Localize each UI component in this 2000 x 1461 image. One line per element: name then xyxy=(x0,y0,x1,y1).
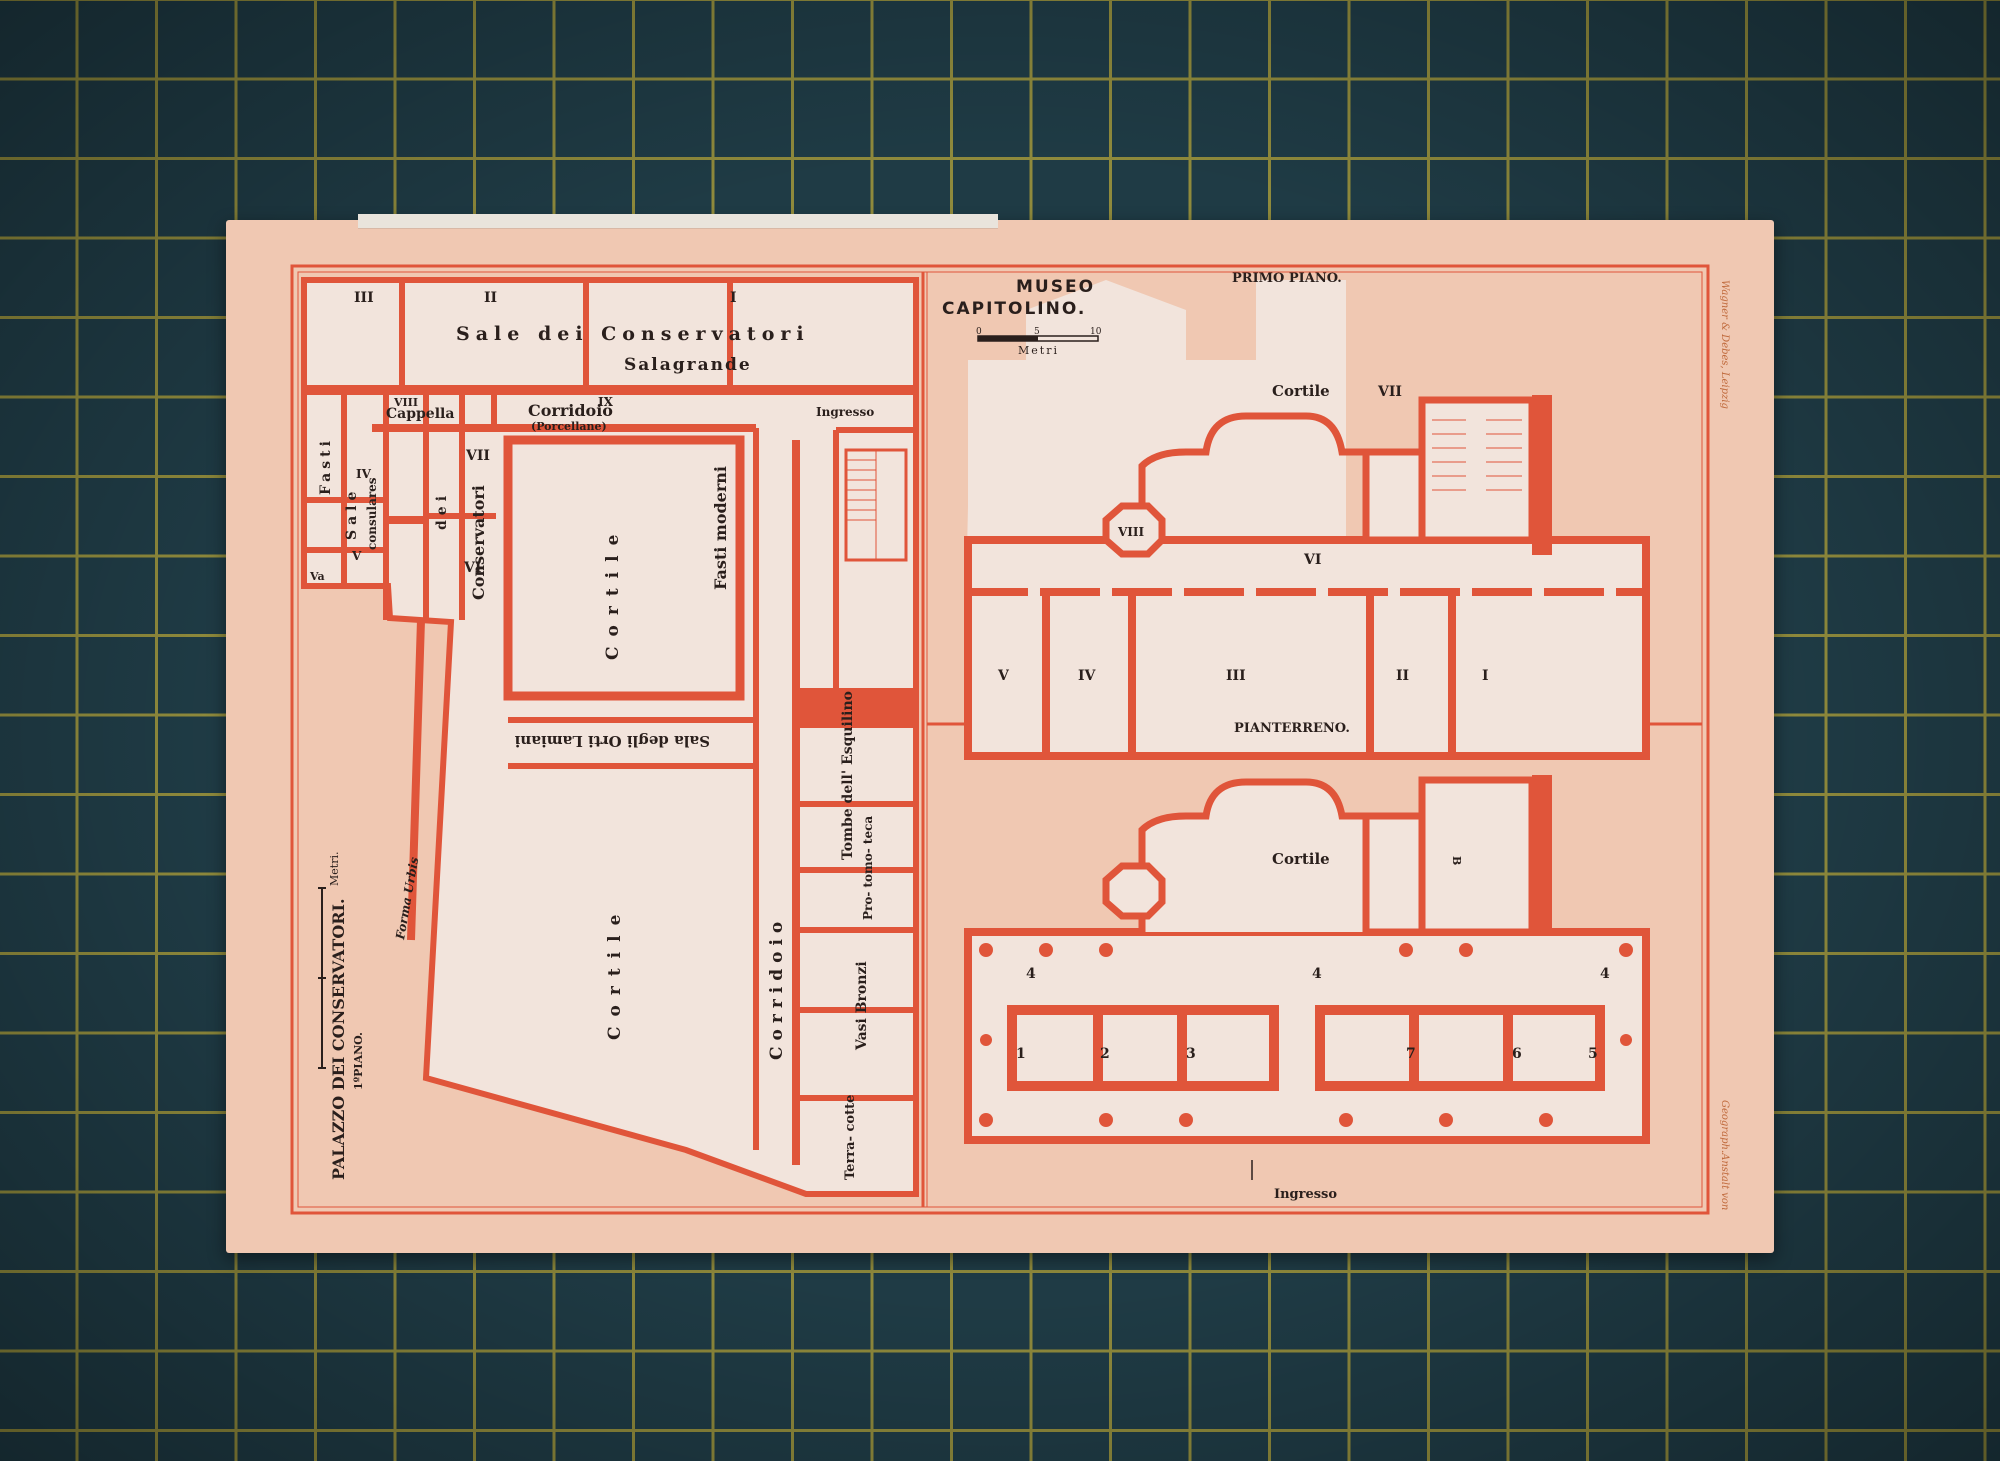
palazzo-title: PALAZZO DEI CONSERVATORI. xyxy=(329,898,348,1180)
primo-room-v: V xyxy=(997,668,1010,684)
label-consulares: consulares xyxy=(365,477,379,550)
label-cortile-upper: Cortile xyxy=(603,525,623,660)
museo-title-line2: CAPITOLINO. xyxy=(942,299,1086,319)
label-corridoio-top: Corridoio xyxy=(528,401,613,420)
label-sala-orti: Sala degli Orti Lamiani xyxy=(514,732,710,750)
solid-wall-block xyxy=(796,688,916,728)
palazzo-plan xyxy=(301,277,919,1197)
cortile-upper xyxy=(503,435,745,701)
palazzo-outline xyxy=(301,277,919,1197)
numeral-ii: II xyxy=(484,290,497,306)
pianterreno-octagon xyxy=(1102,862,1166,920)
numeral-va: Va xyxy=(309,570,325,583)
numeral-vii: VII xyxy=(465,448,490,464)
label-sale-dei-conservatori: Sale dei Conservatori xyxy=(456,323,810,345)
torn-edge xyxy=(358,214,998,229)
map-card: Sale dei Conservatori Salagrande Cappell… xyxy=(226,214,1774,1253)
room-vii xyxy=(1362,448,1426,544)
label-corridoio: Corridoio xyxy=(767,916,787,1060)
primo-gallery xyxy=(964,536,1650,760)
rooms-1-3 xyxy=(1007,1005,1279,1091)
column-bases xyxy=(979,943,1633,1127)
primo-room-viii: VIII xyxy=(1117,525,1145,539)
primo-stairs xyxy=(1418,396,1536,544)
pianterreno-ingresso: Ingresso xyxy=(1274,1187,1337,1202)
palazzo-floor: 1ºPIANO. xyxy=(352,1032,365,1090)
pianterreno-stair-mark: B xyxy=(1450,856,1463,865)
primo-room-vi: VI xyxy=(1303,552,1321,568)
numeral-v: V xyxy=(351,549,362,563)
ground-room-4-right: 4 xyxy=(1600,966,1610,982)
ground-room-7: 7 xyxy=(1406,1046,1416,1062)
pianterreno-heading: PIANTERRENO. xyxy=(1234,721,1350,736)
museo-title-line1: MUSEO xyxy=(1016,277,1095,297)
pianterreno-cortile-label: Cortile xyxy=(1272,850,1330,868)
primo-room-iii: III xyxy=(1226,668,1246,684)
ground-room-5: 5 xyxy=(1588,1046,1598,1062)
numeral-iv: IV xyxy=(356,467,372,481)
wall xyxy=(407,619,425,941)
primo-cortile-label: Cortile xyxy=(1272,382,1330,400)
primo-room-iv: IV xyxy=(1078,668,1097,684)
stair-treads xyxy=(1432,419,1522,491)
primo-room-ii: II xyxy=(1396,668,1409,684)
ground-room-6: 6 xyxy=(1512,1046,1522,1062)
pianterreno-room xyxy=(1362,812,1426,936)
outer-frame-inner xyxy=(297,271,1703,1208)
museo-scale-label: Metri xyxy=(1018,344,1059,357)
label-protomoteca: Pro- tomo- teca xyxy=(861,816,875,920)
numeral-i: I xyxy=(730,290,737,306)
palazzo-scale-label: Metri. xyxy=(328,852,341,886)
solid-wall-block xyxy=(1532,775,1552,935)
label-cappella: Cappella xyxy=(386,406,454,422)
solid-wall-block xyxy=(1532,395,1552,555)
museo-scale-0: 0 xyxy=(976,327,982,337)
ground-room-4-center: 4 xyxy=(1312,966,1322,982)
floor-plans: Sale dei Conservatori Salagrande Cappell… xyxy=(290,264,1730,1215)
museo-scale-5: 5 xyxy=(1034,327,1040,337)
numeral-iii: III xyxy=(354,290,374,306)
label-dei: dei xyxy=(434,491,450,530)
label-tombe: Tombe dell' Esquilino xyxy=(840,691,856,860)
label-forma-urbis: Forma Urbis xyxy=(393,856,421,942)
label-ingresso-palazzo: Ingresso xyxy=(816,405,874,419)
stair-treads xyxy=(846,450,877,560)
outer-frame xyxy=(290,264,1710,1215)
label-fasti-moderni: Fasti moderni xyxy=(711,466,730,590)
ground-room-4-left: 4 xyxy=(1026,966,1036,982)
label-vasi-bronzi: Vasi Bronzi xyxy=(854,961,870,1051)
label-terracotte: Terra- cotte xyxy=(843,1095,858,1180)
primo-piano-heading: PRIMO PIANO. xyxy=(1232,271,1342,286)
label-cortile-lower: Cortile xyxy=(605,905,625,1040)
label-sale: Sale xyxy=(344,487,360,540)
primo-cortile-wall xyxy=(1138,412,1370,540)
label-conservatori-vertical: Conservatori xyxy=(469,485,488,600)
pianterreno-cortile-wall xyxy=(1138,778,1370,932)
primo-room-i: I xyxy=(1482,668,1489,684)
numeral-vi: VI xyxy=(463,560,481,576)
rooms-5-7 xyxy=(1315,1005,1605,1091)
ground-room-3: 3 xyxy=(1186,1046,1196,1062)
museo-plan xyxy=(964,280,1650,1180)
room-viii-octagon xyxy=(1102,502,1166,558)
credit-geograph-anstalt: Geograph.Anstalt von xyxy=(1719,1100,1730,1210)
label-salagrande: Salagrande xyxy=(624,355,752,375)
pianterreno-stairs xyxy=(1418,776,1536,936)
museo-scale-fill xyxy=(978,336,1038,341)
ground-room-2: 2 xyxy=(1100,1046,1110,1062)
museo-scale-10: 10 xyxy=(1090,327,1102,337)
credit-wagner-debes: Wagner & Debes, Leipzig xyxy=(1719,280,1730,409)
ground-room-1: 1 xyxy=(1016,1046,1026,1062)
primo-room-vii: VII xyxy=(1377,384,1402,400)
numeral-ix: IX xyxy=(598,395,614,409)
label-porcellane: (Porcellane) xyxy=(531,420,607,433)
label-fasti: Fasti xyxy=(318,437,334,495)
pianterreno-gallery xyxy=(964,928,1650,1144)
scale-ticks xyxy=(318,887,326,1069)
numeral-viii: VIII xyxy=(393,396,418,409)
